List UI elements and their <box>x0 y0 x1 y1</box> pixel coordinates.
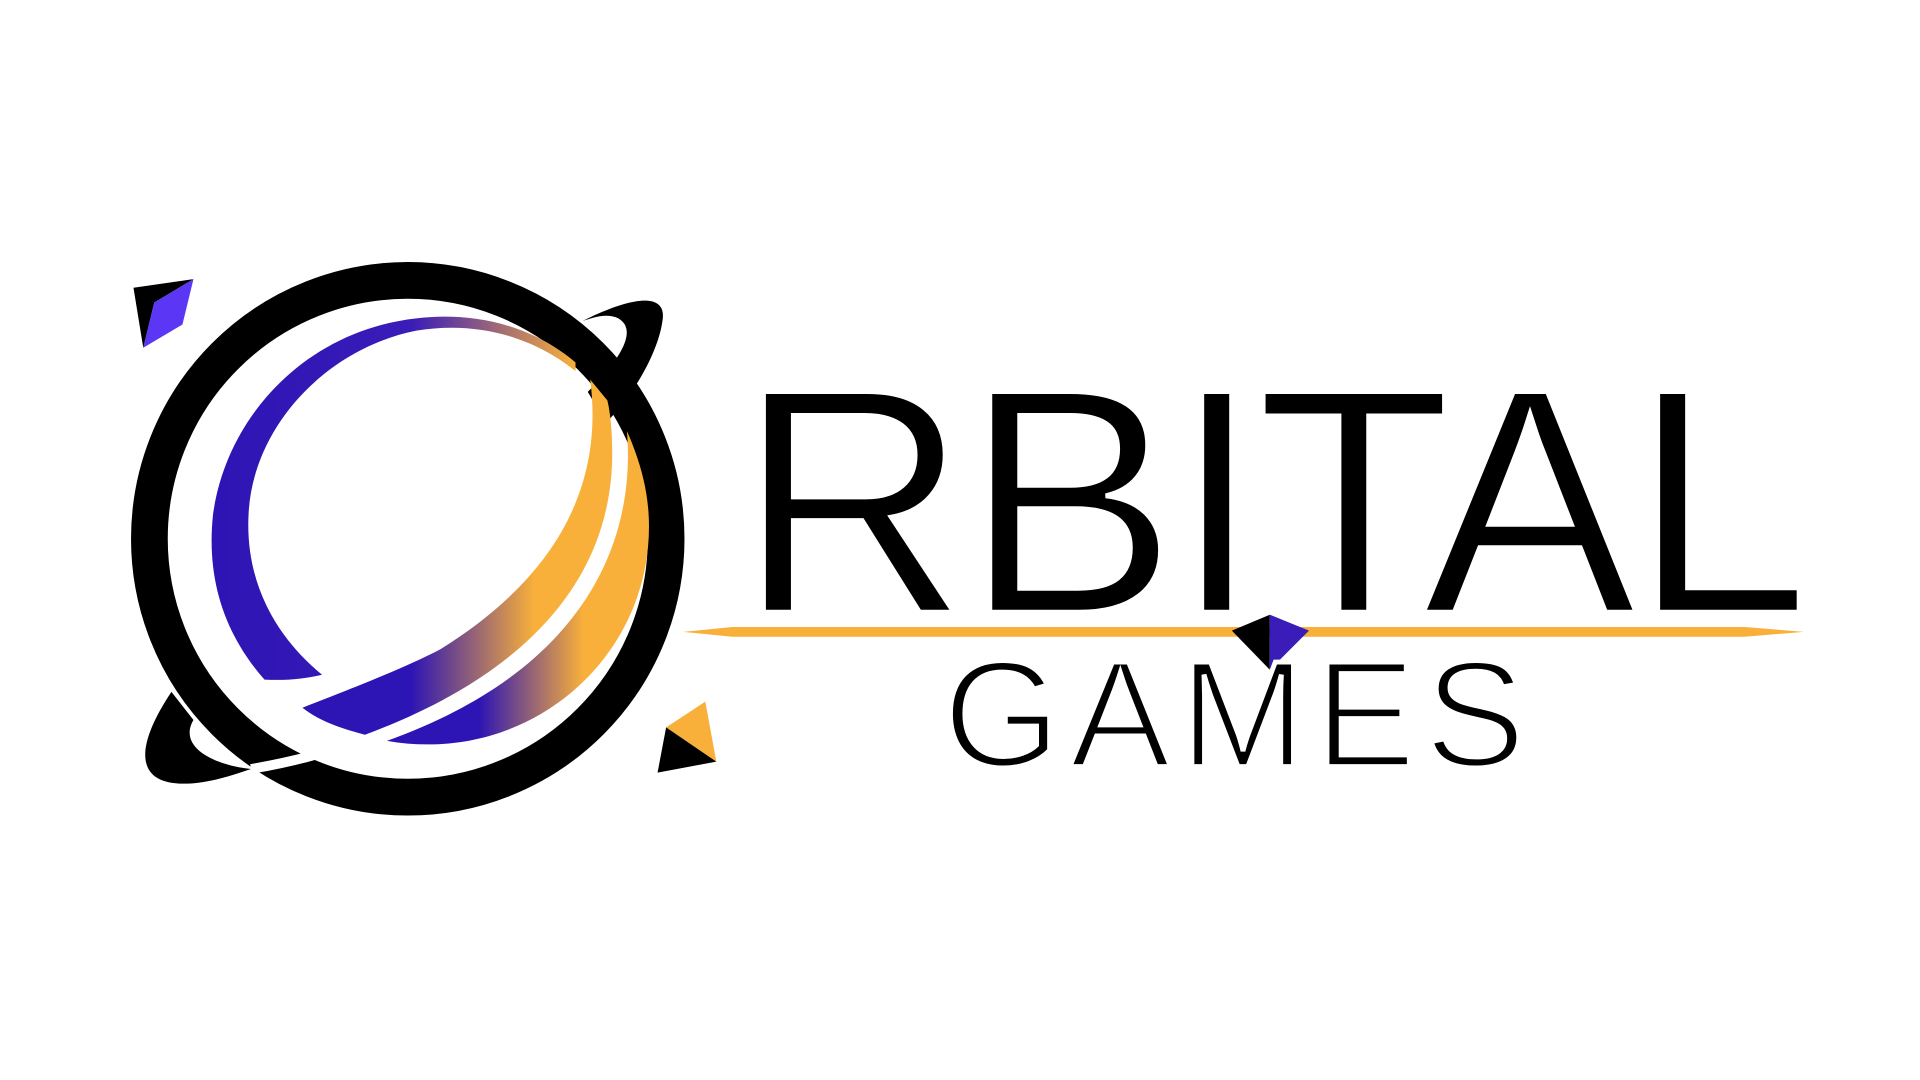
planet-emblem <box>131 262 717 816</box>
divider-diamond <box>1231 614 1309 670</box>
orbit-swoosh-lower <box>145 691 252 784</box>
planet-crescent-left <box>211 316 576 680</box>
outer-ring <box>131 262 685 816</box>
diamond-bottom <box>657 701 717 773</box>
planet-crescent-middle <box>302 379 613 735</box>
subtitle-text: GAMES <box>943 631 1526 800</box>
diamond-top-left <box>133 279 194 348</box>
wordmark: RBITAL GAMES <box>683 320 1812 802</box>
planet-crescent-right <box>386 431 649 745</box>
orbit-swoosh <box>582 300 663 423</box>
